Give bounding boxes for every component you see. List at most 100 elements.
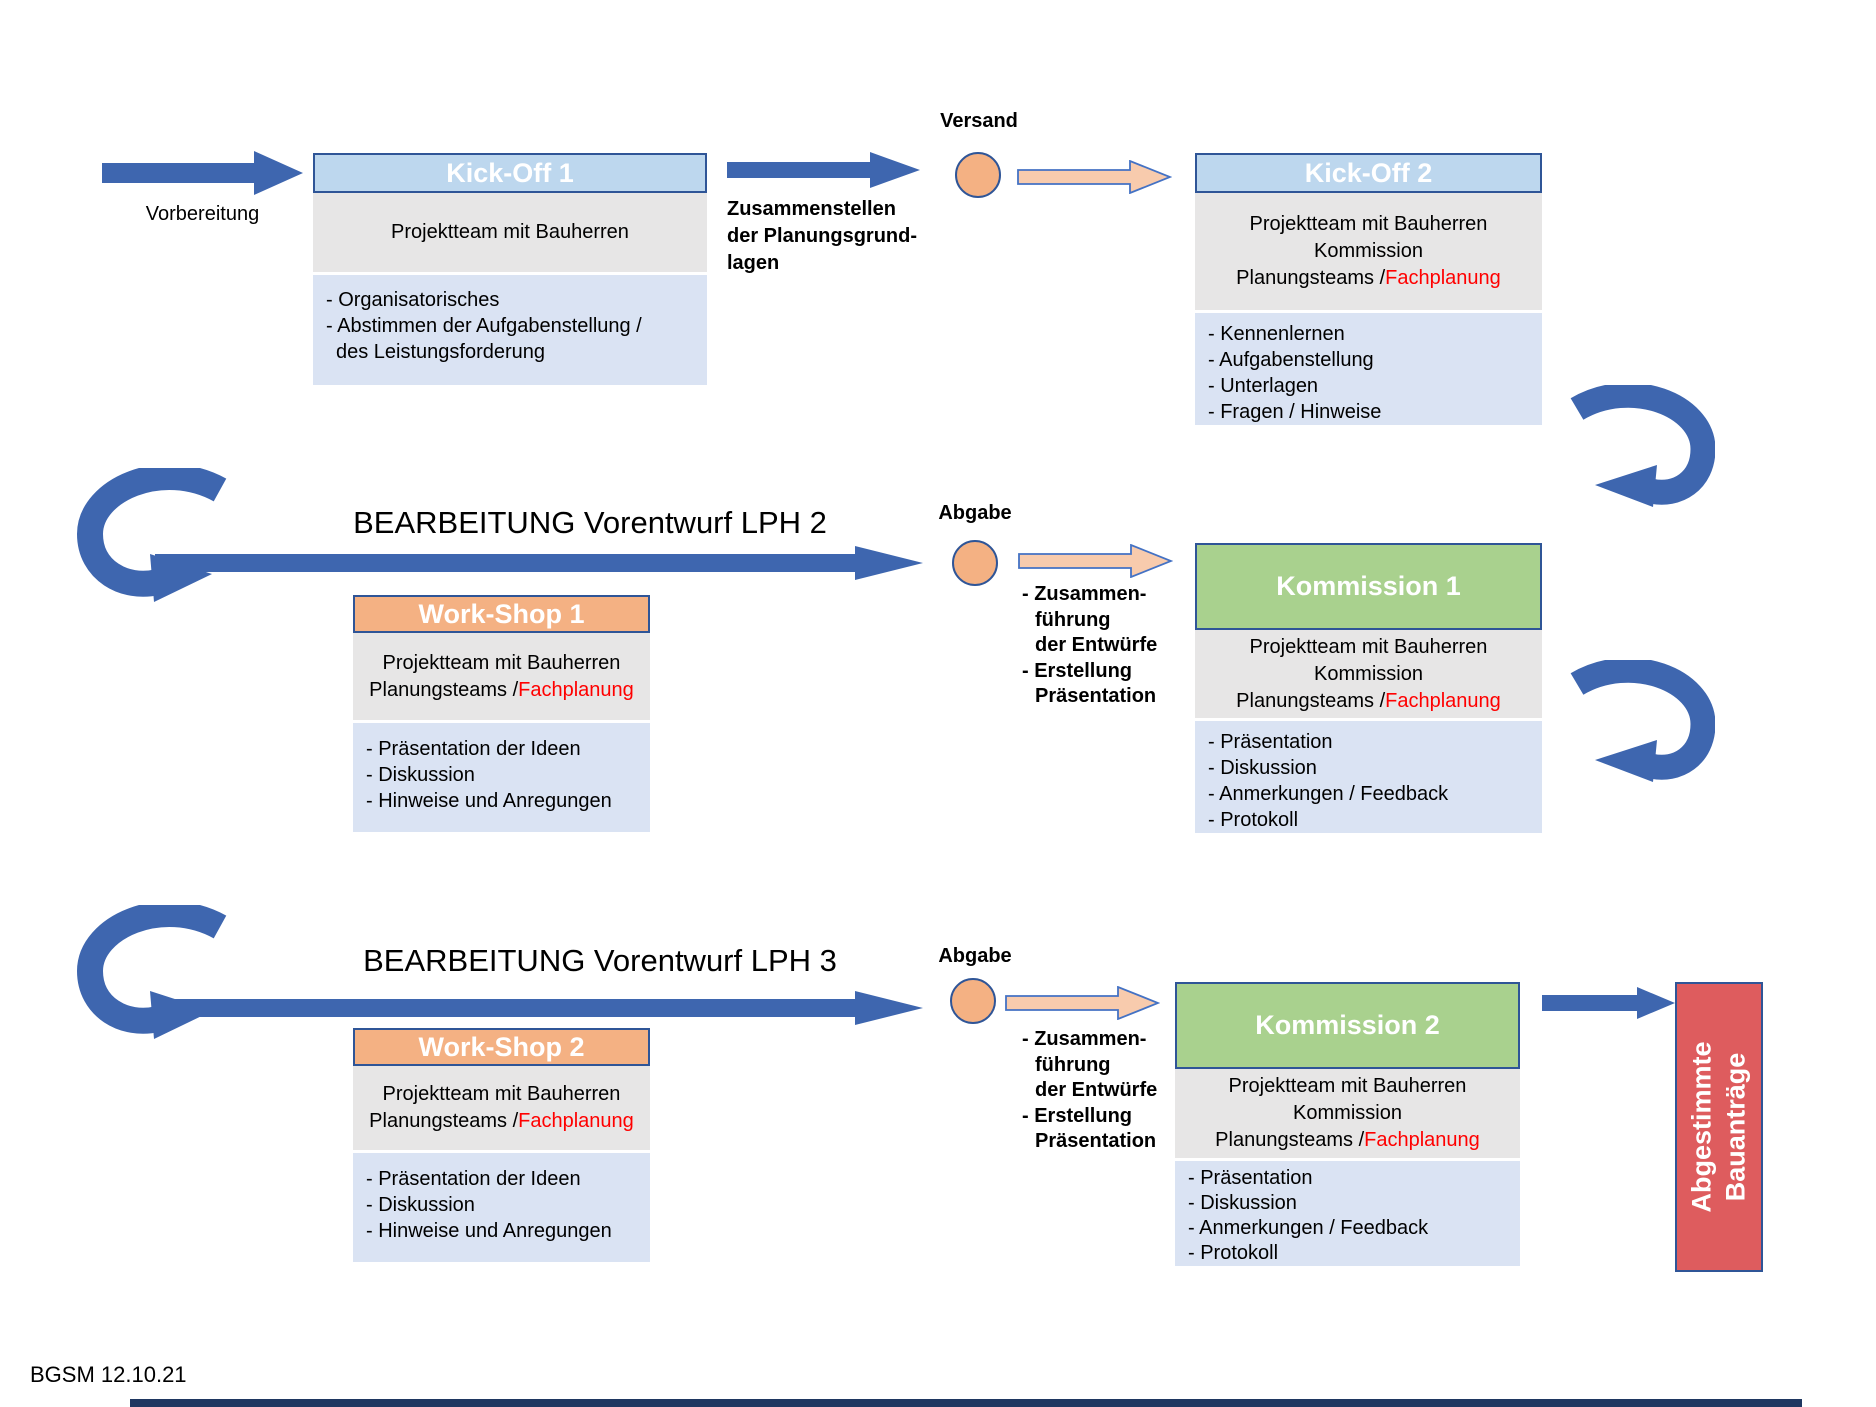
- participants-line: Planungsteams /Fachplanung: [1215, 1127, 1480, 1154]
- participants-line: Kommission: [1314, 662, 1423, 685]
- bullet-item: - Diskussion: [366, 1194, 475, 1216]
- participants-line: Projektteam mit Bauherren: [382, 651, 621, 674]
- participants-line: Projektteam mit Bauherren: [1228, 1075, 1467, 1097]
- zusammenstellen-label: Zusammenstellen der Planungsgrund- lagen: [727, 196, 967, 277]
- peach-arrow-right-icon: [1017, 160, 1172, 194]
- curved-loop-arrow-icon: [62, 468, 237, 603]
- kommission2-title: Kommission 2: [1175, 982, 1520, 1069]
- bullet-item: - Organisatorisches: [326, 289, 500, 311]
- arrow-right-icon: [1542, 987, 1675, 1019]
- bullet-item: - Unterlagen: [1208, 375, 1319, 397]
- kommission2-participants: Projektteam mit Bauherren Kommission Pla…: [1175, 1069, 1520, 1158]
- note-line: - Zusammen-: [1022, 1028, 1147, 1050]
- workshop1-box: Work-Shop 1 Projektteam mit Bauherren Pl…: [353, 595, 650, 832]
- participants-line: Planungsteams /Fachplanung: [369, 677, 634, 704]
- kickoff2-box: Kick-Off 2 Projektteam mit Bauherren Kom…: [1195, 153, 1542, 425]
- kommission1-box: Kommission 1 Projektteam mit Bauherren K…: [1195, 543, 1542, 833]
- note-line: führung: [1035, 1053, 1111, 1076]
- bullet-item: - Protokoll: [1208, 809, 1299, 831]
- bullet-item: - Kennenlernen: [1208, 323, 1345, 345]
- note-line: der Entwürfe: [1035, 634, 1158, 656]
- fachplanung-red-text: Fachplanung: [1364, 1129, 1480, 1151]
- participants-plain: Planungsteams /: [369, 1110, 519, 1132]
- fachplanung-red-text: Fachplanung: [518, 1110, 634, 1132]
- kommission2-box: Kommission 2 Projektteam mit Bauherren K…: [1175, 982, 1520, 1266]
- abgabe-label: Abgabe: [938, 502, 1012, 524]
- bullet-item: - Diskussion: [1208, 757, 1317, 779]
- workshop1-bullets: - Präsentation der Ideen - Diskussion - …: [353, 723, 650, 832]
- abgabe-notes: - Zusammen- führung der Entwürfe - Erste…: [1022, 582, 1232, 710]
- final-result-box: Abgestimmte Bauanträge: [1675, 982, 1763, 1272]
- fachplanung-red-text: Fachplanung: [1385, 689, 1501, 712]
- participants-plain: Planungsteams /: [1215, 1129, 1365, 1151]
- bearbeitung-lph3-title: BEARBEITUNG Vorentwurf LPH 3: [363, 943, 837, 978]
- milestone-circle-abgabe: [952, 540, 998, 586]
- bullet-item: - Präsentation der Ideen: [366, 1168, 581, 1190]
- bullet-item: - Hinweise und Anregungen: [366, 790, 612, 812]
- bullet-item: - Präsentation: [1188, 1167, 1313, 1189]
- arrow-right-icon: [155, 991, 923, 1025]
- bullet-item: - Diskussion: [1188, 1192, 1297, 1214]
- arrow-right-icon: [102, 151, 303, 195]
- participants-line: Projektteam mit Bauherren: [1249, 213, 1488, 235]
- bullet-item: - Abstimmen der Aufgabenstellung /: [326, 315, 642, 337]
- participants-plain: Planungsteams /: [1236, 267, 1386, 289]
- participants-plain: Planungsteams /: [369, 678, 519, 701]
- milestone-circle-versand: [955, 152, 1001, 198]
- bullet-item: - Präsentation: [1208, 731, 1333, 753]
- kickoff1-box: Kick-Off 1 Projektteam mit Bauherren - O…: [313, 153, 707, 385]
- kickoff2-bullets: - Kennenlernen - Aufgabenstellung - Unte…: [1195, 313, 1542, 425]
- arrow-right-icon: [727, 152, 920, 188]
- vorbereitung-label: Vorbereitung: [145, 203, 260, 225]
- abgabe-notes: - Zusammen- führung der Entwürfe - Erste…: [1022, 1027, 1232, 1155]
- workshop2-bullets: - Präsentation der Ideen - Diskussion - …: [353, 1153, 650, 1262]
- participants-plain: Planungsteams /: [1236, 689, 1386, 712]
- participants-line: Kommission: [1293, 1102, 1402, 1124]
- milestone-circle-abgabe: [950, 978, 996, 1024]
- bullet-item: des Leistungsforderung: [336, 341, 546, 363]
- kommission2-bullets: - Präsentation - Diskussion - Anmerkunge…: [1175, 1161, 1520, 1266]
- note-line: Präsentation: [1035, 685, 1157, 707]
- bullet-item: - Diskussion: [366, 764, 475, 786]
- final-line: Abgestimmte: [1687, 1041, 1717, 1213]
- abgabe-label: Abgabe: [938, 945, 1012, 967]
- workshop2-box: Work-Shop 2 Projektteam mit Bauherren Pl…: [353, 1028, 650, 1262]
- kommission1-bullets: - Präsentation - Diskussion - Anmerkunge…: [1195, 721, 1542, 833]
- participants-line: Planungsteams /Fachplanung: [369, 1108, 634, 1135]
- participants-line: Kommission: [1314, 240, 1423, 262]
- participants-line: Projektteam mit Bauherren: [382, 1083, 621, 1105]
- label-line: der Planungsgrund-: [727, 225, 917, 247]
- curved-return-arrow-icon: [1565, 660, 1715, 782]
- workshop1-title: Work-Shop 1: [353, 595, 650, 633]
- workshop2-title: Work-Shop 2: [353, 1028, 650, 1066]
- label-line: Zusammenstellen: [727, 198, 896, 220]
- bullet-item: - Hinweise und Anregungen: [366, 1220, 612, 1242]
- bullet-item: - Fragen / Hinweise: [1208, 401, 1382, 423]
- bullet-item: - Anmerkungen / Feedback: [1188, 1217, 1429, 1239]
- participants-line: Planungsteams /Fachplanung: [1236, 688, 1501, 715]
- note-line: der Entwürfe: [1035, 1079, 1158, 1101]
- kickoff1-bullets: - Organisatorisches - Abstimmen der Aufg…: [313, 275, 707, 385]
- peach-arrow-right-icon: [1005, 986, 1160, 1020]
- note-line: - Zusammen-: [1022, 583, 1147, 605]
- workshop2-participants: Projektteam mit Bauherren Planungsteams …: [353, 1066, 650, 1150]
- kommission1-participants: Projektteam mit Bauherren Kommission Pla…: [1195, 630, 1542, 718]
- participants-line: Projektteam mit Bauherren: [1249, 635, 1488, 658]
- fachplanung-red-text: Fachplanung: [518, 678, 634, 701]
- final-result-label: Abgestimmte Bauanträge: [1685, 1041, 1753, 1212]
- bullet-item: - Protokoll: [1188, 1242, 1279, 1264]
- credit-label: BGSM 12.10.21: [30, 1362, 187, 1387]
- participants-line: Planungsteams /Fachplanung: [1236, 265, 1501, 292]
- final-line: Bauanträge: [1721, 1052, 1751, 1202]
- kickoff2-participants: Projektteam mit Bauherren Kommission Pla…: [1195, 193, 1542, 310]
- curved-return-arrow-icon: [1565, 385, 1715, 507]
- note-line: - Erstellung: [1022, 659, 1133, 682]
- note-line: - Erstellung: [1022, 1104, 1133, 1127]
- kommission1-title: Kommission 1: [1195, 543, 1542, 630]
- note-line: Präsentation: [1035, 1130, 1157, 1152]
- bullet-item: - Präsentation der Ideen: [366, 738, 581, 760]
- bottom-rule: [130, 1399, 1802, 1407]
- bullet-item: - Anmerkungen / Feedback: [1208, 783, 1449, 805]
- kickoff1-participants: Projektteam mit Bauherren: [313, 193, 707, 272]
